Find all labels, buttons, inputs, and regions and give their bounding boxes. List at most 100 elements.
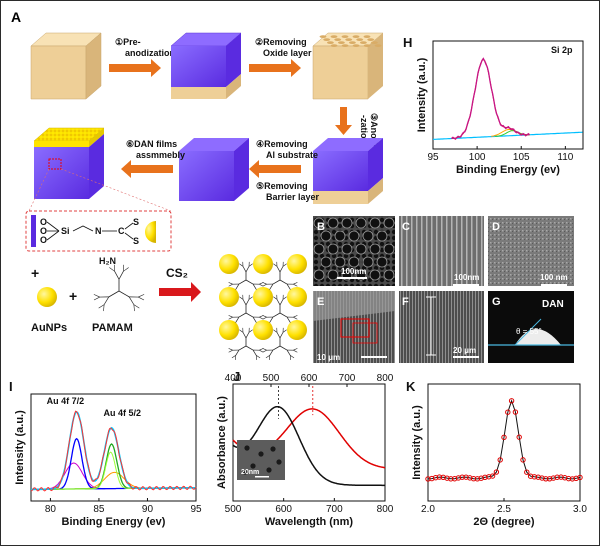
dendrimer-branch: [279, 266, 284, 273]
dendrimer-branch: [239, 263, 244, 267]
dendrimer-branch: [262, 348, 267, 351]
arrow-step-2: [249, 59, 301, 77]
step-4-line1: Removing: [264, 139, 308, 149]
plus-sign-1: +: [31, 265, 39, 281]
dendrimer-branch: [259, 349, 264, 353]
panel-f: 20 μm F: [399, 291, 484, 363]
dendrimer-branch: [133, 304, 135, 312]
chem-n: N: [95, 226, 102, 236]
aunps-label: AuNPs: [31, 322, 67, 334]
dendrimer-branch: [252, 349, 257, 356]
step-3-line2: -zation: [359, 115, 369, 144]
aunp-sphere: [37, 287, 57, 307]
panel-label-c: C: [402, 221, 410, 233]
x-tick-label: 85: [93, 504, 105, 515]
dendrimer-branch: [138, 296, 145, 301]
dendrimer-branch: [138, 294, 145, 298]
dendrimer-branch: [279, 299, 284, 306]
tem-particle: [244, 445, 250, 451]
cs2-label: CS₂: [166, 266, 188, 280]
pore-hole: [334, 256, 346, 268]
chem-si: Si: [61, 226, 70, 236]
pore-hole: [369, 217, 381, 229]
chem-s1: S: [133, 217, 139, 227]
panel-e: 10 μm E: [313, 291, 395, 363]
step-2-line2: Oxide layer: [263, 48, 312, 58]
tem-particle: [242, 469, 248, 475]
dendrimer-branch: [256, 355, 261, 359]
step-4-line2: Al substrate: [266, 150, 318, 160]
panel-label-a: A: [11, 9, 21, 25]
pore-hole: [369, 269, 381, 281]
dan-label: DAN: [542, 299, 564, 310]
dendrimer-branch: [293, 283, 298, 287]
pore-dimple: [327, 41, 334, 44]
chem-h2n: H₂N: [99, 256, 116, 266]
scalebar-c: 100nm: [454, 273, 479, 282]
dendrimer-branch: [272, 312, 281, 318]
chem-c: C: [118, 226, 125, 236]
pore-dimple: [356, 38, 364, 41]
dendrimer-branch: [245, 266, 250, 273]
pore-hole: [376, 256, 388, 268]
panel-label-f: F: [402, 296, 409, 308]
x-tick-label: 110: [557, 152, 573, 163]
pore-hole: [341, 217, 353, 229]
dendrimer-branch: [282, 329, 287, 333]
data-point: [558, 474, 564, 480]
pore-dimple: [371, 41, 378, 44]
step-1-line2: anodization: [125, 48, 175, 58]
data-point: [436, 474, 443, 480]
dendrimer-branch: [235, 349, 240, 356]
tem-scale-label: 20nm: [241, 469, 259, 476]
series-black: [232, 405, 385, 487]
chemical-linker-box: O O O Si N C S S: [25, 210, 172, 252]
dendrimer-branch: [228, 349, 233, 353]
dendrimer-branch: [103, 296, 110, 305]
data-point: [505, 409, 511, 415]
tem-inset: 20nm: [237, 440, 285, 480]
dendrimer-branch: [293, 282, 298, 285]
data-point: [554, 474, 560, 480]
dendrimer-branch: [93, 296, 100, 301]
pore-dimple: [360, 41, 367, 44]
dendrimer-branch: [279, 312, 288, 318]
dendrimer-branch: [262, 316, 267, 320]
pore-dimple: [319, 35, 327, 38]
dendrimer-branch: [290, 355, 295, 359]
panel-c: 100nm C: [399, 216, 484, 286]
step-4-num: ④: [256, 139, 264, 149]
network-aunp: [287, 287, 307, 307]
panel-label: J: [233, 369, 240, 384]
plus-sign-2: +: [69, 288, 77, 304]
tem-scalebar: [255, 476, 269, 478]
cube-oxide: [170, 32, 242, 99]
pore-hole: [334, 230, 346, 242]
pore-dimple: [334, 38, 342, 41]
top-tick-label: 700: [339, 373, 356, 384]
pore-hole: [362, 256, 374, 268]
dendrimer-branch: [103, 304, 105, 312]
step-1-line1: Pre-: [123, 37, 141, 47]
pore-dimple: [338, 41, 345, 44]
series-raw: [30, 410, 197, 492]
dendrimer-branch: [238, 312, 247, 318]
panel-label-d: D: [492, 221, 500, 233]
dendrimer-branch: [293, 349, 298, 353]
cube-anodized: [313, 138, 383, 204]
network-linker: [262, 327, 298, 360]
x-axis-label: Binding Energy (ev): [62, 516, 166, 528]
dendrimer-branch: [238, 345, 247, 351]
annotation-au4f52: Au 4f 5/2: [104, 408, 142, 418]
pore-dimple: [330, 44, 338, 47]
scalebar-b: 100nm: [341, 267, 366, 276]
pore-dimple: [323, 38, 331, 41]
tem-particle: [250, 463, 256, 469]
x-tick-label: 700: [326, 504, 343, 515]
tem-particle: [266, 467, 272, 473]
data-point: [444, 475, 450, 481]
step-5-line1: Removing: [264, 181, 308, 191]
